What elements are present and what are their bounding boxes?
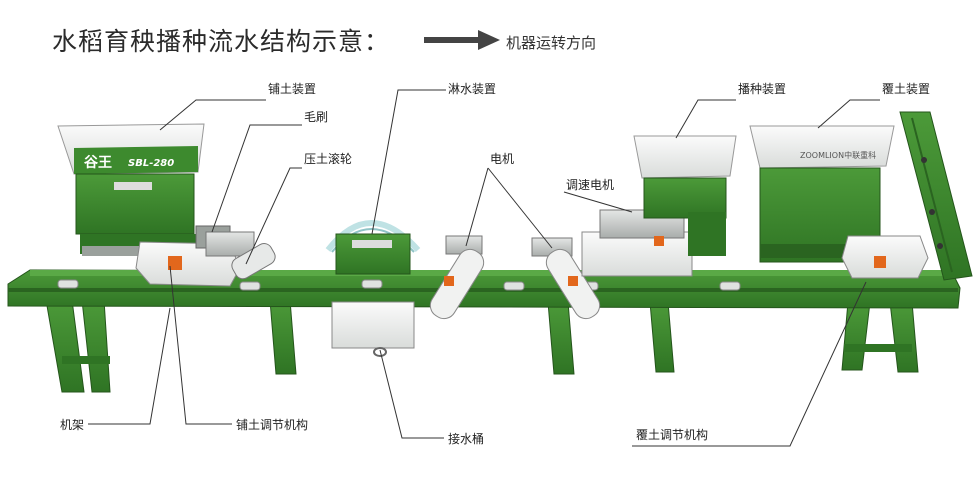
frame-legs [45, 299, 919, 393]
leader-lines [88, 89, 880, 447]
brush-and-roller [205, 231, 276, 280]
label-press-roller: 压土滚轮 [304, 152, 353, 166]
label-water-bucket: 接水桶 [448, 432, 485, 446]
seeding-device [633, 135, 737, 256]
motor-left [429, 235, 485, 320]
soil-laying-device: 谷王 SBL-280 [57, 123, 241, 287]
page-title: 水稻育秧播种流水结构示意： [52, 27, 391, 56]
label-sprinkler: 淋水装置 [448, 82, 497, 96]
sprinkler-device [325, 220, 421, 357]
label-speed-motor: 调速电机 [566, 178, 615, 192]
label-motor: 电机 [490, 152, 515, 166]
frame-cross-brace [62, 356, 110, 364]
brand-logo: 谷王 [84, 155, 112, 171]
cover-soil-device: ZOOMLION中联重科 [749, 111, 973, 281]
brand-model: SBL-280 [128, 158, 174, 169]
label-soil-adjust: 铺土调节机构 [236, 418, 309, 432]
label-frame: 机架 [60, 418, 85, 432]
label-cover-soil-device: 覆土装置 [882, 82, 931, 96]
right-arrow-icon [424, 30, 500, 50]
right-brand-logo: ZOOMLION中联重科 [800, 150, 876, 160]
label-brush: 毛刷 [304, 110, 329, 124]
label-seeding-device: 播种装置 [738, 82, 787, 96]
motor-right [531, 237, 601, 320]
label-cover-adjust: 覆土调节机构 [636, 428, 709, 442]
label-soil-device: 铺土装置 [268, 82, 317, 96]
speed-motor [581, 209, 693, 277]
frame-rail [7, 269, 961, 309]
machine-direction-label: 机器运转方向 [506, 34, 597, 52]
